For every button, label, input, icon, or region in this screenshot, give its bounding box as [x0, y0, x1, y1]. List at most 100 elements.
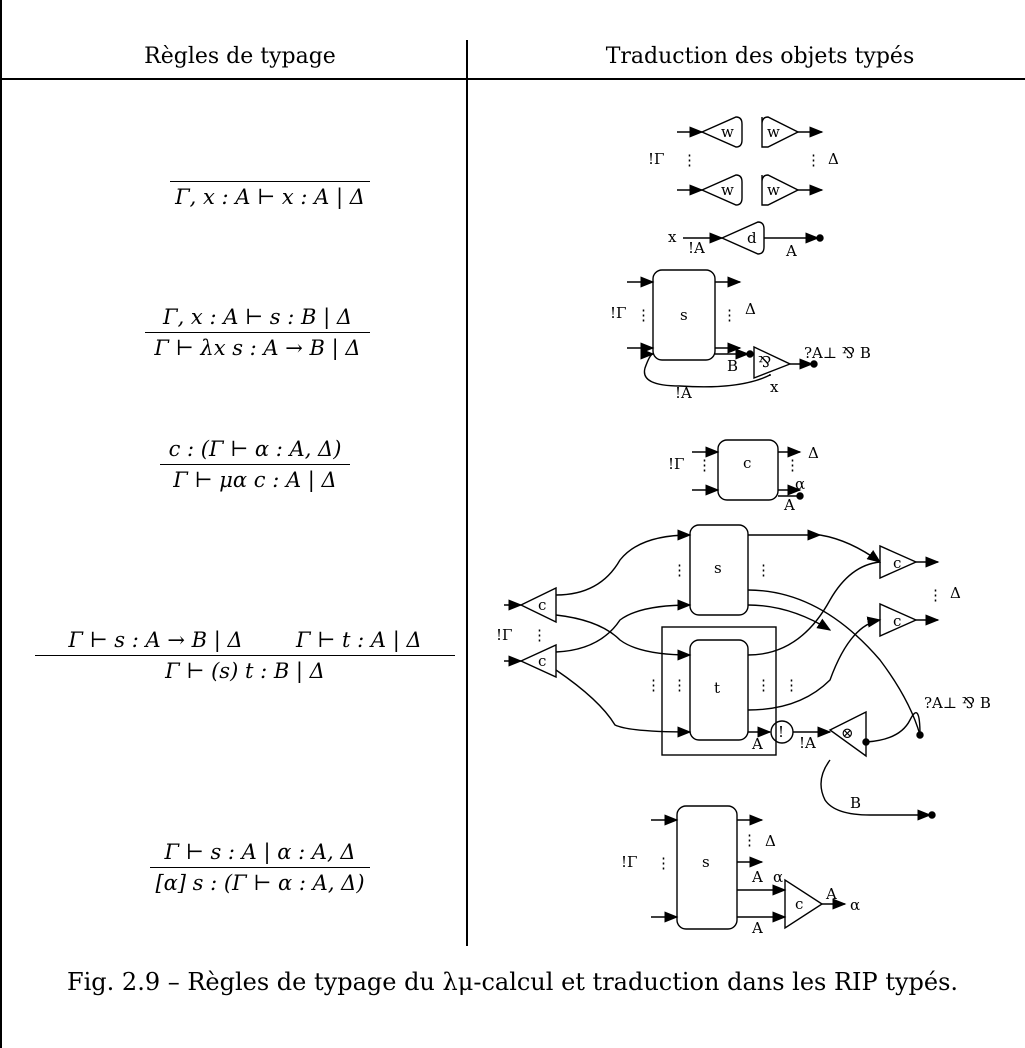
dereliction-node	[720, 221, 765, 255]
column-divider	[466, 40, 468, 946]
rule-axiom: Γ, x : A ⊢ x : A | Δ	[170, 178, 370, 209]
naming-net	[651, 805, 847, 930]
label-delta: Δ	[950, 584, 961, 602]
label-alpha: α	[850, 896, 860, 914]
label-c: c	[538, 652, 546, 670]
mu-net	[692, 439, 804, 501]
label-delta: Δ	[828, 150, 839, 168]
label-w: w	[767, 123, 780, 141]
rule-bar	[150, 867, 370, 868]
rule-premise: Γ, x : A ⊢ s : B | Δ	[163, 305, 352, 329]
rule-premise: c : (Γ ⊢ α : A, Δ)	[168, 437, 342, 461]
rule-conclusion: Γ ⊢ (s) t : B | Δ	[165, 659, 325, 683]
label-vdots: ⋮	[672, 561, 687, 579]
label-vdots: ⋮	[722, 306, 737, 324]
lambda-net	[627, 269, 818, 388]
rule-conclusion: Γ, x : A ⊢ x : A | Δ	[175, 185, 365, 209]
rule-naming: Γ ⊢ s : A | α : A, Δ [α] s : (Γ ⊢ α : A,…	[150, 840, 370, 895]
dereliction-group	[683, 221, 824, 255]
label-bang-a: !A	[688, 239, 705, 257]
rule-abstraction: Γ, x : A ⊢ s : B | Δ Γ ⊢ λx s : A → B | …	[145, 305, 370, 360]
label-c: c	[893, 612, 901, 630]
weakening-group	[677, 116, 824, 206]
box-s	[652, 269, 716, 361]
box-s	[676, 805, 738, 930]
rule-bar	[160, 464, 350, 465]
label-par-type: ?A⊥ ⅋ B	[804, 344, 871, 362]
label-a: A	[751, 735, 763, 753]
label-delta: Δ	[745, 300, 756, 318]
figure-caption: Fig. 2.9 – Règles de typage du λμ-calcul…	[66, 968, 959, 996]
label-c: c	[795, 895, 803, 913]
label-w: w	[721, 181, 734, 199]
label-vdots: ⋮	[646, 676, 661, 694]
label-vdots: ⋮	[756, 676, 771, 694]
rule-conclusion: [α] s : (Γ ⊢ α : A, Δ)	[155, 871, 365, 895]
box-s	[689, 524, 749, 616]
box-t	[689, 639, 749, 741]
label-vdots: ⋮	[636, 306, 651, 324]
label-vdots: ⋮	[682, 151, 697, 169]
weakening-node	[700, 116, 743, 148]
label-bang-gamma: !Γ	[648, 150, 664, 168]
label-a: A	[825, 885, 837, 903]
label-bang: !	[778, 723, 784, 741]
label-x: x	[668, 228, 677, 246]
label-delta: Δ	[808, 444, 819, 462]
label-a: A	[751, 868, 763, 886]
label-b: B	[727, 357, 738, 375]
label-w: w	[721, 123, 734, 141]
contraction-node	[879, 544, 918, 580]
label-vdots: ⋮	[656, 854, 671, 872]
label-vdots: ⋮	[756, 561, 771, 579]
rule-mu: c : (Γ ⊢ α : A, Δ) Γ ⊢ μα c : A | Δ	[160, 437, 350, 492]
label-par: ⅋	[758, 353, 771, 371]
label-b: B	[850, 794, 861, 812]
label-bang-a: !A	[799, 734, 816, 752]
label-vdots: ⋮	[806, 151, 821, 169]
label-bang-gamma: !Γ	[621, 853, 637, 871]
box-c	[717, 439, 779, 501]
label-a: A	[785, 242, 797, 260]
contraction-node	[784, 878, 824, 930]
par-node	[753, 345, 792, 380]
promotion-box	[661, 626, 777, 756]
label-s: s	[702, 853, 710, 871]
rule-application: Γ ⊢ s : A → B | Δ Γ ⊢ t : A | Δ Γ ⊢ (s) …	[35, 628, 455, 683]
rule-bar	[170, 181, 370, 182]
label-alpha: α	[795, 475, 805, 493]
label-vdots: ⋮	[532, 626, 547, 644]
label-vdots: ⋮	[742, 831, 757, 849]
contraction-node	[519, 643, 557, 679]
rule-bar	[145, 332, 370, 333]
label-a: A	[751, 919, 763, 937]
rule-premise: Γ ⊢ s : A → B | Δ Γ ⊢ t : A | Δ	[68, 628, 422, 652]
rule-conclusion: Γ ⊢ λx s : A → B | Δ	[154, 336, 361, 360]
tensor-node	[828, 710, 867, 758]
contraction-node	[879, 602, 918, 638]
header-rule	[0, 78, 1025, 80]
left-border	[0, 0, 2, 1048]
label-bang-gamma: !Γ	[496, 626, 512, 644]
rule-premise: Γ ⊢ s : A | α : A, Δ	[164, 840, 356, 864]
label-vdots: ⋮	[672, 676, 687, 694]
rule-conclusion: Γ ⊢ μα c : A | Δ	[173, 468, 337, 492]
label-tensor: ⊗	[841, 724, 854, 742]
label-d: d	[747, 229, 757, 247]
label-bang-a: !A	[675, 384, 692, 402]
label-s: s	[680, 306, 688, 324]
contraction-node	[519, 586, 557, 624]
label-c: c	[893, 554, 901, 572]
label-a: A	[783, 496, 795, 514]
label-c: c	[538, 596, 546, 614]
label-s: s	[714, 559, 722, 577]
label-vdots: ⋮	[785, 456, 800, 474]
application-net	[504, 524, 940, 821]
label-delta: Δ	[765, 832, 776, 850]
header-right: Traduction des objets typés	[605, 44, 915, 69]
label-bang-gamma: !Γ	[668, 455, 684, 473]
label-alpha: α	[773, 868, 783, 886]
label-par-type: ?A⊥ ⅋ B	[924, 694, 991, 712]
